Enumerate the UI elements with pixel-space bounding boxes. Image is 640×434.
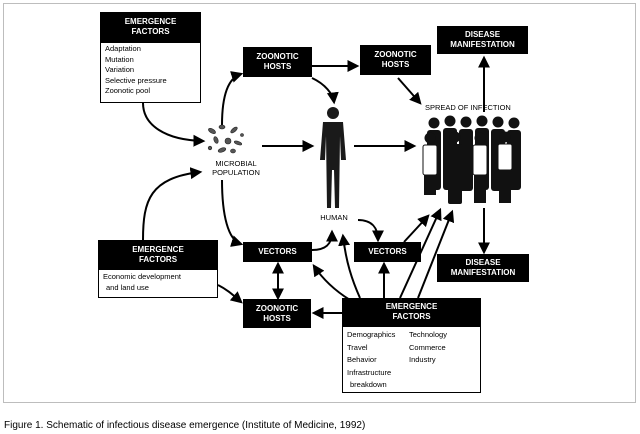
- emergence-bottom-list-col1: Demographics Travel Behavior Infrastruct…: [347, 329, 395, 392]
- emergence-top-title-1: EMERGENCE: [124, 17, 177, 26]
- emergence-top-item: Adaptation: [105, 44, 141, 53]
- arrow-vectors-to-spread: [403, 214, 430, 243]
- emergence-bottom-item: Infrastructure: [347, 367, 392, 377]
- vectors-right: VECTORS: [354, 242, 421, 262]
- caption-text: Schematic of infectious disease emergenc…: [46, 420, 366, 431]
- emergence-top-item: Zoonotic pool: [105, 86, 151, 95]
- emergence-top-item: Mutation: [105, 54, 134, 64]
- microbe-cluster-icon: [207, 124, 244, 154]
- arrow-bottom-emergence-to-human: [338, 233, 361, 299]
- emergence-left-title-1: EMERGENCE: [132, 245, 184, 254]
- disease-top-line2: MANIFESTATION: [450, 40, 515, 49]
- zoonotic-hosts-bottom: ZOONOTIC HOSTS: [243, 299, 311, 328]
- microbial-line1: MICROBIAL: [215, 159, 257, 168]
- emergence-top-title-2: FACTORS: [131, 27, 170, 36]
- emergence-factors-top-header: EMERGENCE FACTORS: [100, 12, 201, 42]
- arrow-left-emergence-to-zoonotic: [217, 284, 243, 304]
- disease-top-line1: DISEASE: [464, 30, 501, 39]
- emergence-left-item: and land use: [106, 282, 149, 292]
- emergence-bottom-item: Demographics: [347, 330, 396, 339]
- emergence-left-item: Economic development: [103, 272, 181, 281]
- arrow-zoonotic-to-spread: [397, 77, 422, 105]
- arrow-bottom-emergence-to-spread-2: [417, 209, 455, 299]
- disease-bottom-line1: DISEASE: [465, 258, 501, 267]
- disease-bottom-line2: MANIFESTATION: [450, 268, 516, 277]
- zoonotic-bottom-line2: HOSTS: [263, 314, 291, 323]
- emergence-factors-bottom-box: [342, 326, 481, 393]
- arrow-microbial-to-zoonotic: [221, 71, 244, 126]
- zoonotic-hosts-top-right: ZOONOTIC HOSTS: [360, 45, 431, 75]
- emergence-bottom-list-col2: Technology Commerce Industry: [409, 329, 447, 367]
- arrow-left-emergence-to-microbial: [142, 167, 203, 241]
- arrow-emergence-to-microbial: [142, 102, 206, 147]
- emergence-factors-bottom-header: EMERGENCE FACTORS: [342, 298, 481, 327]
- emergence-bottom-title-2: FACTORS: [392, 312, 431, 321]
- emergence-bottom-item: Travel: [347, 342, 368, 352]
- emergence-bottom-item: breakdown: [350, 380, 387, 389]
- emergence-left-list: Economic development and land use: [103, 272, 181, 293]
- arrow-vectors-to-human: [311, 229, 338, 251]
- vectors-left: VECTORS: [243, 242, 312, 262]
- emergence-bottom-item: Commerce: [409, 342, 446, 352]
- emergence-bottom-item: Technology: [409, 330, 447, 339]
- human-label: HUMAN: [320, 213, 348, 222]
- emergence-factors-left-header: EMERGENCE FACTORS: [98, 240, 218, 270]
- zoonotic-bottom-line1: ZOONOTIC: [255, 304, 299, 313]
- emergence-top-item: Selective pressure: [105, 75, 167, 85]
- zoonotic-top-left-line2: HOSTS: [263, 62, 292, 71]
- arrow-microbial-to-vectors: [221, 179, 244, 247]
- zoonotic-top-left-line1: ZOONOTIC: [256, 52, 299, 61]
- disease-manifestation-bottom: DISEASE MANIFESTATION: [437, 254, 529, 282]
- zoonotic-top-right-line1: ZOONOTIC: [374, 50, 417, 59]
- microbial-population-label: MICROBIAL POPULATION: [200, 159, 272, 177]
- emergence-factors-top-box: [100, 42, 201, 103]
- spread-of-infection-label: SPREAD OF INFECTION: [425, 103, 511, 112]
- emergence-bottom-title-1: EMERGENCE: [385, 302, 438, 311]
- emergence-bottom-item: Behavior: [347, 355, 377, 364]
- microbial-line2: POPULATION: [212, 168, 260, 177]
- arrow-bottom-emergence-to-vectors-left: [312, 264, 351, 301]
- arrow-human-to-vectors: [357, 219, 384, 243]
- arrow-zoonotic-to-human: [311, 77, 339, 105]
- emergence-left-title-2: FACTORS: [138, 255, 178, 264]
- crowd-icon: [422, 115, 521, 204]
- emergence-top-list: Adaptation Mutation Variation Selective …: [105, 44, 167, 97]
- caption-prefix: Figure 1.: [4, 420, 44, 431]
- emergence-top-item: Variation: [105, 65, 135, 74]
- figure-caption: Figure 1. Schematic of infectious diseas…: [4, 420, 365, 431]
- zoonotic-hosts-top-left: ZOONOTIC HOSTS: [243, 47, 312, 77]
- emergence-bottom-item: Industry: [409, 355, 436, 364]
- zoonotic-top-right-line2: HOSTS: [381, 60, 410, 69]
- disease-manifestation-top: DISEASE MANIFESTATION: [437, 26, 528, 54]
- human-figure-icon: [320, 107, 346, 208]
- emergence-factors-left-box: [98, 269, 218, 298]
